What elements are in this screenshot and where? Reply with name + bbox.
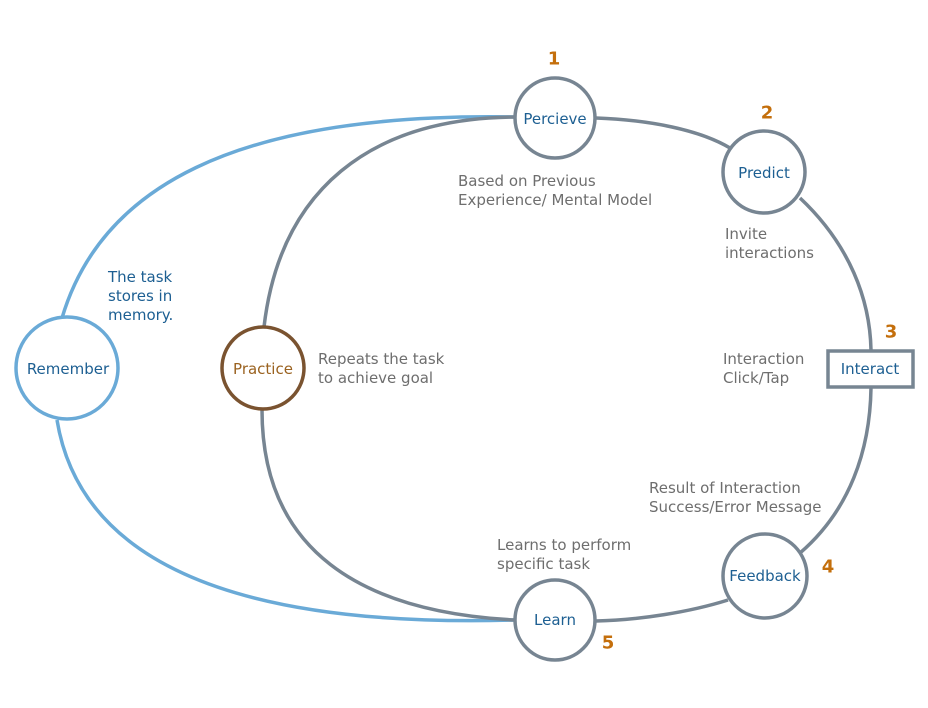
note-predict-line-1: Invite <box>725 225 767 243</box>
step-number-5: 5 <box>602 633 615 654</box>
node-predict: Predict <box>721 129 807 215</box>
node-feedback-circle <box>721 532 809 620</box>
node-interact-label: Interact <box>841 360 900 378</box>
note-practice-line-1: Repeats the task <box>318 350 445 368</box>
note-interact: Interaction Click/Tap <box>723 350 809 387</box>
node-remember-label: Remember <box>27 360 110 378</box>
connectors <box>55 115 873 623</box>
node-remember: Remember <box>14 315 120 421</box>
note-remember-line-3: memory. <box>108 306 173 324</box>
note-learn: Learns to perform specific task <box>497 536 636 573</box>
note-practice: Repeats the task to achieve goal <box>318 350 449 387</box>
notes: Based on Previous Experience/ Mental Mod… <box>107 172 822 573</box>
step-numbers: 1 2 3 4 5 <box>548 49 898 654</box>
node-percieve-circle <box>513 76 597 160</box>
node-predict-circle <box>721 129 807 215</box>
node-interact-box <box>826 349 915 389</box>
node-interact: Interact <box>826 349 915 389</box>
step-number-1: 1 <box>548 49 561 70</box>
connector-interact-to-feedback <box>798 387 873 555</box>
node-percieve: Percieve <box>513 76 597 160</box>
note-remember: The task stores in memory. <box>107 268 177 324</box>
connector-predict-to-interact <box>798 196 873 351</box>
note-feedback-line-1: Result of Interaction <box>649 479 801 497</box>
note-interact-line-1: Interaction <box>723 350 804 368</box>
node-practice-label: Practice <box>233 360 293 378</box>
note-interact-line-2: Click/Tap <box>723 369 789 387</box>
note-percieve: Based on Previous Experience/ Mental Mod… <box>458 172 652 209</box>
connector-feedback-to-learn <box>595 598 729 623</box>
note-predict-line-2: interactions <box>725 244 814 262</box>
step-number-2: 2 <box>761 103 774 124</box>
note-feedback-line-2: Success/Error Message <box>649 498 822 516</box>
note-predict: Invite interactions <box>725 225 814 262</box>
note-remember-line-2: stores in <box>108 287 172 305</box>
note-percieve-line-2: Experience/ Mental Model <box>458 191 652 209</box>
node-learn-label: Learn <box>534 611 576 629</box>
node-practice-circle <box>220 325 306 411</box>
step-number-3: 3 <box>885 322 898 343</box>
note-percieve-line-1: Based on Previous <box>458 172 596 190</box>
node-learn-circle <box>513 578 597 662</box>
connector-remember-to-percieve <box>60 115 516 319</box>
node-feedback: Feedback <box>721 532 809 620</box>
note-learn-line-2: specific task <box>497 555 590 573</box>
node-percieve-label: Percieve <box>523 110 586 128</box>
connector-practice-to-percieve <box>262 115 516 328</box>
note-feedback: Result of Interaction Success/Error Mess… <box>649 479 822 516</box>
node-practice: Practice <box>220 325 306 411</box>
note-learn-line-1: Learns to perform <box>497 536 631 554</box>
step-number-4: 4 <box>822 557 835 578</box>
node-remember-circle <box>14 315 120 421</box>
connector-remember-to-learn <box>55 419 516 623</box>
connector-practice-to-learn <box>260 409 516 622</box>
node-learn: Learn <box>513 578 597 662</box>
connector-percieve-to-predict <box>595 116 731 150</box>
note-practice-line-2: to achieve goal <box>318 369 433 387</box>
node-predict-label: Predict <box>738 164 790 182</box>
node-feedback-label: Feedback <box>729 567 801 585</box>
note-remember-line-1: The task <box>107 268 173 286</box>
